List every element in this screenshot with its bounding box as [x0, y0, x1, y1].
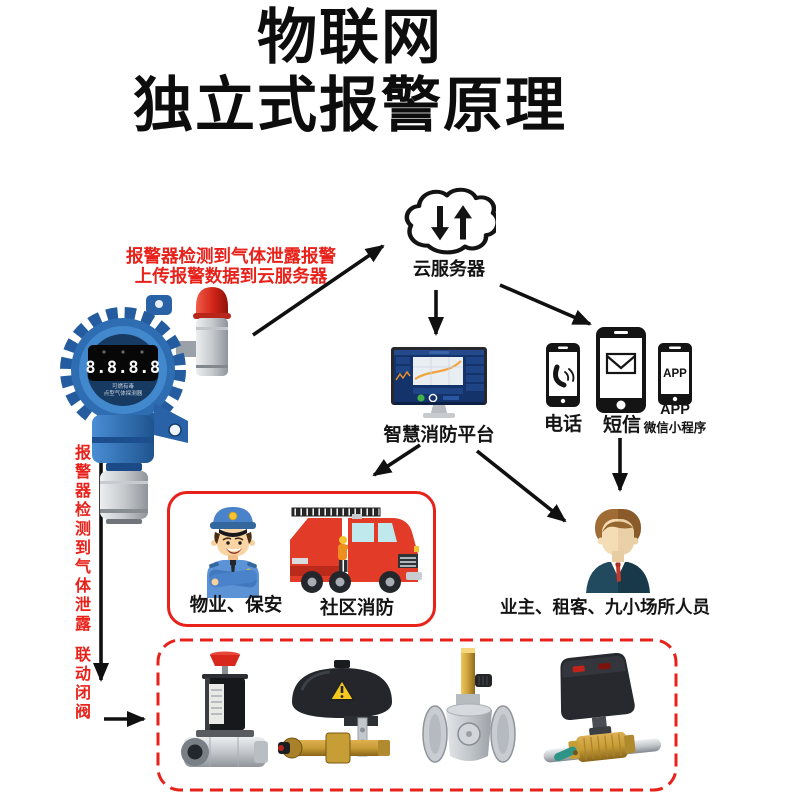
detector-display [88, 345, 158, 381]
phone-call-label: 电话 [543, 414, 582, 435]
fireman [338, 536, 354, 572]
arrow-platform-to-responders [372, 443, 421, 477]
cloud-sync-arrows [431, 205, 472, 241]
detector-sensor [100, 471, 148, 524]
security-label: 物业、保安 [189, 594, 283, 615]
phone-app-label: APP [660, 402, 690, 418]
arrow-detector-to-cloud [251, 244, 385, 337]
cloud-server-icon [404, 187, 496, 255]
smart-valve-4 [543, 652, 662, 763]
alarm-annotation-line2: 上传报警数据到云服务器 [134, 266, 328, 286]
envelope-glyph [605, 352, 637, 375]
page-title: 物联网 独立式报警原理 [0, 4, 700, 140]
app-screen-text: APP [663, 368, 687, 380]
person-suit [586, 562, 650, 593]
detector-caption2: 点型气体探测器 [104, 389, 143, 397]
title-line2: 独立式报警原理 [133, 72, 567, 139]
phone-sms-label: 短信 [602, 415, 641, 436]
community-fire-label: 社区消防 [319, 597, 394, 618]
arrow-cloud-to-phones [499, 283, 592, 326]
actuator-valve-2 [278, 660, 392, 764]
flanged-valve-3 [422, 648, 516, 763]
side-note-part1: 报警器检测到气体泄露 [72, 444, 89, 634]
fire-platform-label: 智慧消防平台 [383, 424, 495, 445]
detector-head: 8.8.8.8 可燃有毒 点型气体探测器 [60, 307, 186, 433]
alarm-annotation: 报警器检测到气体泄露报警 上传报警数据到云服务器 [118, 246, 344, 286]
fire-truck-illustration [290, 507, 422, 593]
phone-call-icon [546, 343, 580, 407]
side-note-vertical: 报警器检测到气体泄露 联动闭阀 [68, 444, 92, 722]
alarm-beacon [176, 287, 231, 376]
security-guard-illustration [207, 507, 259, 598]
phone-sms-icon [596, 327, 646, 413]
monitor-stand [431, 405, 447, 413]
title-line1: 物联网 [257, 4, 443, 71]
phone-app-icon: APP [658, 343, 692, 405]
valve-handle-tag [554, 746, 577, 762]
owner-people-label: 业主、租客、九小场所人员 [500, 597, 710, 617]
handset-glyph [553, 364, 575, 388]
phone-app-sublabel: 微信小程序 [643, 421, 707, 435]
detector-display-value: 8.8.8.8 [85, 358, 160, 378]
alarm-annotation-line1: 报警器检测到气体泄露报警 [126, 246, 336, 266]
arrow-platform-to-people [475, 449, 567, 523]
cloud-server-label: 云服务器 [413, 259, 485, 279]
owner-person-illustration [586, 509, 650, 593]
solenoid-valve-1 [181, 651, 268, 767]
fire-platform-monitor [391, 347, 487, 418]
person-face [602, 519, 634, 555]
detector-caption1: 可燃有毒 [112, 382, 135, 390]
truck-ladder [291, 507, 381, 517]
gas-detector: 8.8.8.8 可燃有毒 点型气体探测器 [60, 287, 231, 524]
side-note-part2: 联动闭阀 [72, 646, 89, 722]
